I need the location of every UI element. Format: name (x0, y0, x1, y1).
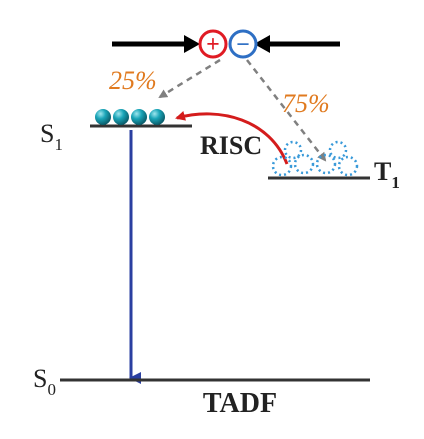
s0-letter: S (33, 364, 47, 393)
triplet-exciton-dotted (328, 140, 348, 160)
triplet-exciton-dotted (271, 155, 293, 177)
t1-level: T1 (268, 140, 400, 192)
positive-charge-circle (198, 29, 228, 59)
s1-label: S1 (40, 119, 63, 154)
s1-subscript: 1 (54, 135, 63, 154)
triplet-exciton-dotted (337, 155, 359, 177)
negative-charge-symbol: − (236, 32, 250, 58)
t1-label: T1 (374, 157, 400, 192)
risc-arrow (175, 111, 289, 165)
hole-arrow-head (184, 35, 200, 53)
singlet-exciton-sphere (149, 109, 165, 125)
t1-subscript: 1 (391, 173, 400, 192)
recombination-paths (158, 58, 327, 162)
s0-label: S0 (33, 364, 56, 399)
t1-letter: T (374, 157, 391, 186)
negative-charge-circle (228, 29, 258, 59)
triplet-exciton-dotted (315, 153, 337, 175)
s1-letter: S (40, 119, 54, 148)
singlet-exciton-sphere (113, 109, 129, 125)
s0-subscript: 0 (47, 380, 56, 399)
triplet-percentage: 75% (282, 89, 330, 118)
singlet-percentage: 25% (109, 66, 157, 95)
s0-level: S0 (33, 364, 370, 399)
singlet-exciton-sphere (95, 109, 111, 125)
triplet-exciton-dotted (283, 140, 303, 160)
singlet-exciton-sphere (131, 109, 147, 125)
diagram-title: TADF (203, 388, 277, 419)
singlet-formation-arrow (158, 58, 221, 99)
charge-injection: + − (112, 29, 340, 59)
positive-charge-symbol: + (206, 32, 220, 58)
s1-level: S1 (40, 109, 192, 154)
triplet-exciton-dotted (293, 153, 315, 175)
risc-label: RISC (200, 131, 262, 160)
electron-arrow-head (254, 35, 270, 53)
